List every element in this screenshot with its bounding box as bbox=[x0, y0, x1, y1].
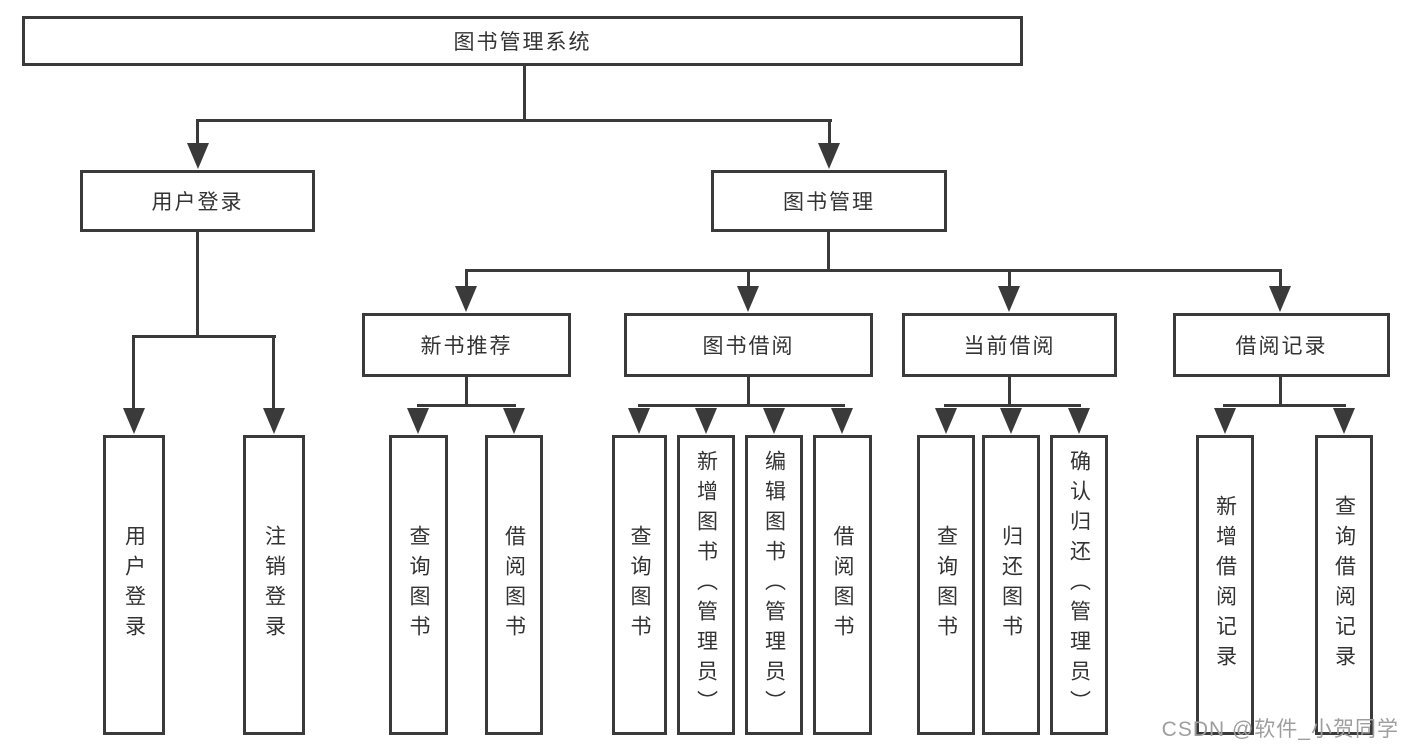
node-book-borrow: 图书借阅 bbox=[624, 313, 873, 377]
connector-bookmgmt-hline bbox=[465, 269, 1282, 272]
connector-drop-user-login bbox=[196, 119, 199, 149]
arrow-down-icon bbox=[123, 408, 145, 434]
connector-currentborrow-vline bbox=[1008, 377, 1011, 406]
node-root-system: 图书管理系统 bbox=[22, 16, 1023, 66]
leaf-logout: 注销登录 bbox=[243, 435, 305, 735]
connector-borrowrecords-hline bbox=[1223, 404, 1346, 407]
arrow-down-icon bbox=[831, 408, 853, 434]
node-user-login: 用户登录 bbox=[80, 170, 315, 232]
node-current-borrow: 当前借阅 bbox=[902, 313, 1117, 377]
connector-currentborrow-hline bbox=[944, 404, 1081, 407]
arrow-down-icon bbox=[737, 286, 759, 312]
leaf-query-book-current: 查询图书 bbox=[917, 435, 975, 735]
connector-bookborrow-vline bbox=[747, 377, 750, 406]
leaf-user-login: 用户登录 bbox=[103, 435, 165, 735]
connector-bookmgmt-vline bbox=[827, 232, 830, 272]
arrow-down-icon bbox=[455, 286, 477, 312]
arrow-down-icon bbox=[818, 143, 840, 169]
leaf-return-book: 归还图书 bbox=[982, 435, 1040, 735]
connector-root-hline bbox=[196, 119, 832, 122]
connector-borrowrecords-vline bbox=[1279, 377, 1282, 406]
arrow-down-icon bbox=[187, 143, 209, 169]
connector-userlogin-hline bbox=[132, 335, 276, 338]
node-borrow-records: 借阅记录 bbox=[1173, 313, 1390, 377]
connector-userlogin-vline bbox=[196, 232, 199, 336]
arrow-down-icon bbox=[1068, 408, 1090, 434]
arrow-down-icon bbox=[935, 408, 957, 434]
connector-root-vline bbox=[523, 66, 526, 119]
arrow-down-icon bbox=[998, 286, 1020, 312]
connector-drop-leaf-logout bbox=[272, 335, 275, 430]
leaf-borrow-book-recommend: 借阅图书 bbox=[485, 435, 543, 735]
connector-drop-leaf-user-login bbox=[132, 335, 135, 430]
arrow-down-icon bbox=[695, 408, 717, 434]
arrow-down-icon bbox=[263, 408, 285, 434]
connector-newbook-hline bbox=[417, 404, 516, 407]
arrow-down-icon bbox=[407, 408, 429, 434]
arrow-down-icon bbox=[628, 408, 650, 434]
arrow-down-icon bbox=[1269, 286, 1291, 312]
csdn-watermark: CSDN @软件_小贺同学 bbox=[1161, 718, 1399, 741]
leaf-edit-book-admin: 编辑图书（管理员） bbox=[745, 435, 803, 735]
leaf-borrow-book: 借阅图书 bbox=[813, 435, 872, 735]
leaf-add-book-admin: 新增图书（管理员） bbox=[677, 435, 735, 735]
arrow-down-icon bbox=[1333, 408, 1355, 434]
leaf-query-book-recommend: 查询图书 bbox=[389, 435, 448, 735]
arrow-down-icon bbox=[1000, 408, 1022, 434]
arrow-down-icon bbox=[1214, 408, 1236, 434]
leaf-confirm-return-admin: 确认归还（管理员） bbox=[1050, 435, 1108, 735]
node-book-management: 图书管理 bbox=[711, 170, 947, 232]
connector-bookborrow-hline bbox=[638, 404, 845, 407]
arrow-down-icon bbox=[763, 408, 785, 434]
leaf-query-borrow-record: 查询借阅记录 bbox=[1315, 435, 1373, 735]
node-new-book-recommend: 新书推荐 bbox=[362, 313, 571, 377]
leaf-query-book-borrow: 查询图书 bbox=[612, 435, 667, 735]
connector-drop-book-mgmt bbox=[828, 119, 831, 149]
leaf-add-borrow-record: 新增借阅记录 bbox=[1196, 435, 1254, 735]
connector-newbook-vline bbox=[465, 377, 468, 406]
arrow-down-icon bbox=[503, 408, 525, 434]
